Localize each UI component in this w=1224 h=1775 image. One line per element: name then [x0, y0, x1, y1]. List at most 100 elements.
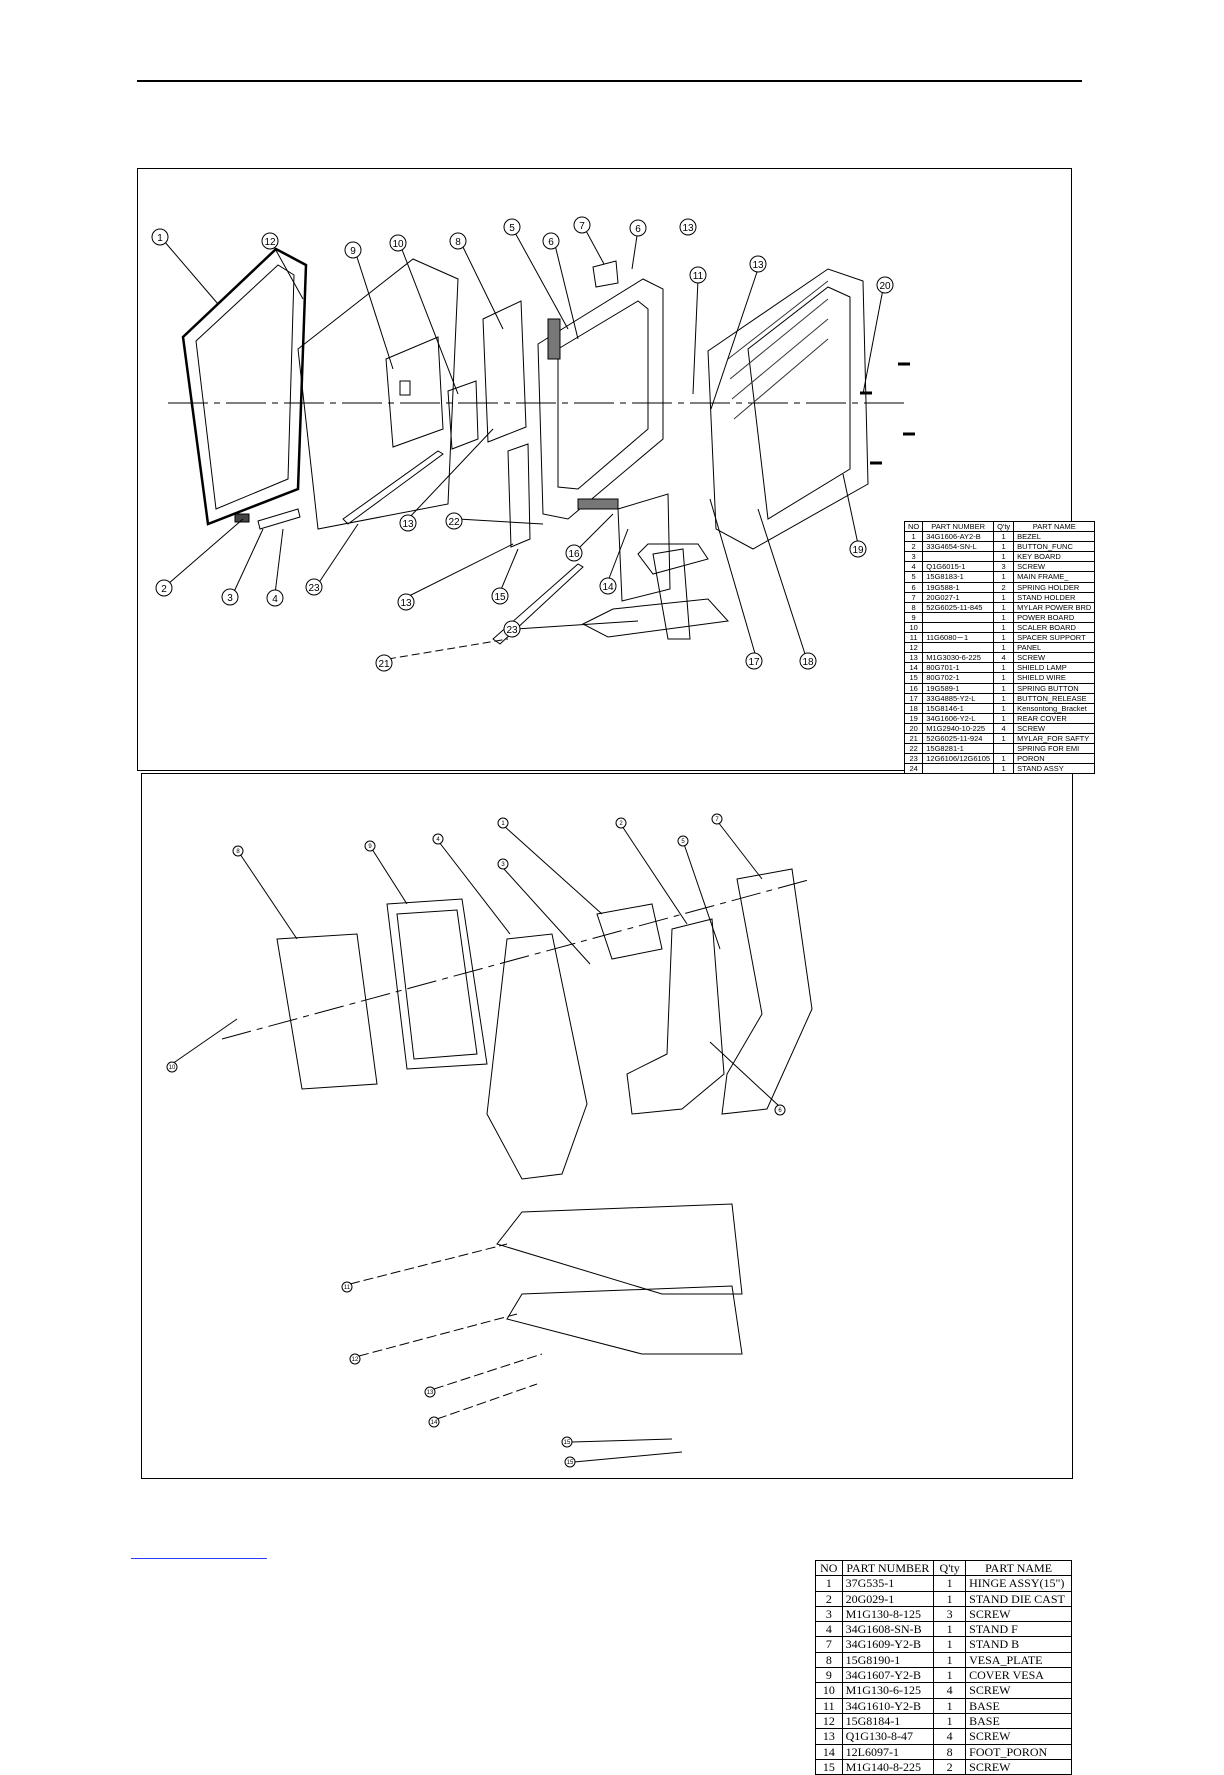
- svg-text:6: 6: [635, 224, 641, 235]
- table-cell: 34G1608-SN-B: [841, 1621, 935, 1638]
- table-cell: 1: [993, 642, 1015, 654]
- svg-text:4: 4: [436, 837, 440, 843]
- table-cell: 1: [933, 1590, 967, 1607]
- table-cell: SHIELD LAMP: [1013, 662, 1096, 674]
- table-cell: 19: [903, 712, 924, 724]
- table-cell: 34G1606-AY2-B: [922, 531, 995, 543]
- callout-label: 1: [157, 233, 163, 244]
- table-cell: 1: [993, 551, 1015, 563]
- callout-15b: 15: [564, 1456, 576, 1468]
- table-cell: 8: [933, 1743, 967, 1760]
- table-cell: 1: [993, 672, 1015, 684]
- table-cell: 34G1606-Y2-L: [922, 712, 995, 724]
- svg-text:10: 10: [392, 239, 404, 250]
- table-cell: 1: [993, 753, 1015, 765]
- svg-text:12: 12: [264, 237, 276, 248]
- table-cell: BUTTON_FUNC: [1013, 541, 1096, 553]
- callout-12: 12: [261, 232, 279, 250]
- table-header-cell: PART NAME: [1013, 520, 1096, 533]
- svg-text:14: 14: [431, 1420, 438, 1426]
- table-cell: BASE: [965, 1712, 1072, 1730]
- stand-exploded-diagram: 8 9 4 1 3 2 5 7 10 6 11 12 13 14 15 15 N…: [141, 773, 1073, 1775]
- svg-text:11: 11: [344, 1285, 351, 1291]
- table-cell: STAND F: [965, 1621, 1072, 1638]
- cover-vesa-shape: [386, 898, 488, 1070]
- table-cell: SCREW: [965, 1758, 1072, 1775]
- table-cell: 34G1610-Y2-B: [841, 1697, 935, 1714]
- callout-20: 20: [876, 276, 894, 294]
- callout-4: 4: [266, 589, 284, 607]
- table-cell: 1: [993, 732, 1015, 745]
- callout-6b: 6: [629, 219, 647, 237]
- table-cell: 1: [993, 571, 1015, 583]
- table-cell: 4: [933, 1728, 967, 1745]
- table-cell: 1: [933, 1636, 967, 1653]
- table-cell: 80G701-1: [922, 662, 995, 674]
- monitor-exploded-art: 1 12 9 10 8 5 6 7 6 13 11 13 20 2 3 4 23…: [151, 216, 915, 672]
- table-cell: 80G702-1: [922, 672, 995, 684]
- base-top-shape: [496, 1203, 743, 1295]
- poron-shape: [342, 450, 444, 525]
- table-cell: POWER BOARD: [1013, 611, 1096, 623]
- table-cell: Q1G130-8-47: [841, 1728, 935, 1745]
- table-cell: SPRING FOR EMI: [1013, 743, 1096, 755]
- svg-text:11: 11: [693, 271, 704, 282]
- callout-2: 2: [615, 817, 627, 829]
- table-cell: 1: [815, 1575, 843, 1592]
- svg-text:10: 10: [169, 1065, 176, 1071]
- vesa-plate-shape: [276, 933, 378, 1090]
- svg-text:13: 13: [402, 519, 414, 530]
- table-cell: 52G6025-11-924: [922, 732, 995, 745]
- table-cell: 9: [815, 1667, 843, 1684]
- table-cell: 12: [815, 1712, 843, 1730]
- svg-text:1: 1: [501, 821, 505, 827]
- table-cell: [922, 551, 995, 563]
- table-cell: 4: [933, 1682, 967, 1699]
- svg-text:4: 4: [272, 594, 278, 605]
- table-cell: 16: [903, 682, 924, 694]
- table-cell: 1: [993, 662, 1015, 674]
- svg-text:16: 16: [568, 549, 580, 560]
- table-cell: MYLAR_FOR SAFTY: [1013, 732, 1096, 745]
- table-cell: 7: [815, 1636, 843, 1653]
- table-cell: 7: [903, 591, 924, 603]
- callout-23b: 23: [503, 620, 521, 638]
- table-cell: Kensontong_Bracket: [1013, 702, 1096, 714]
- svg-text:13: 13: [682, 223, 694, 234]
- table-cell: 8: [815, 1651, 843, 1669]
- table-cell: 4: [993, 722, 1015, 734]
- callout-21: 21: [375, 654, 393, 672]
- table-cell: 10: [903, 621, 924, 634]
- callout-23: 23: [305, 578, 323, 596]
- callout-1: 1: [151, 228, 169, 246]
- table-cell: 15G8281-1: [922, 743, 995, 755]
- svg-text:6: 6: [548, 237, 554, 248]
- rear-cover-shape: [707, 268, 869, 550]
- callout-8: 8: [232, 845, 244, 857]
- callout-9: 9: [364, 840, 376, 852]
- table-cell: 1: [993, 702, 1015, 714]
- table-cell: 2: [903, 541, 924, 553]
- svg-text:23: 23: [308, 583, 320, 594]
- table-cell: VESA_PLATE: [965, 1651, 1072, 1669]
- table-cell: PORON: [1013, 753, 1096, 765]
- table-cell: 11: [815, 1697, 843, 1714]
- scaler-board-shape: [447, 380, 479, 450]
- stand-assy-shape: [581, 543, 730, 640]
- shield-wire-shape: [507, 443, 531, 548]
- table-cell: [922, 611, 995, 623]
- table-cell: 33G4885-Y2-L: [922, 692, 995, 704]
- callout-16: 16: [565, 544, 583, 562]
